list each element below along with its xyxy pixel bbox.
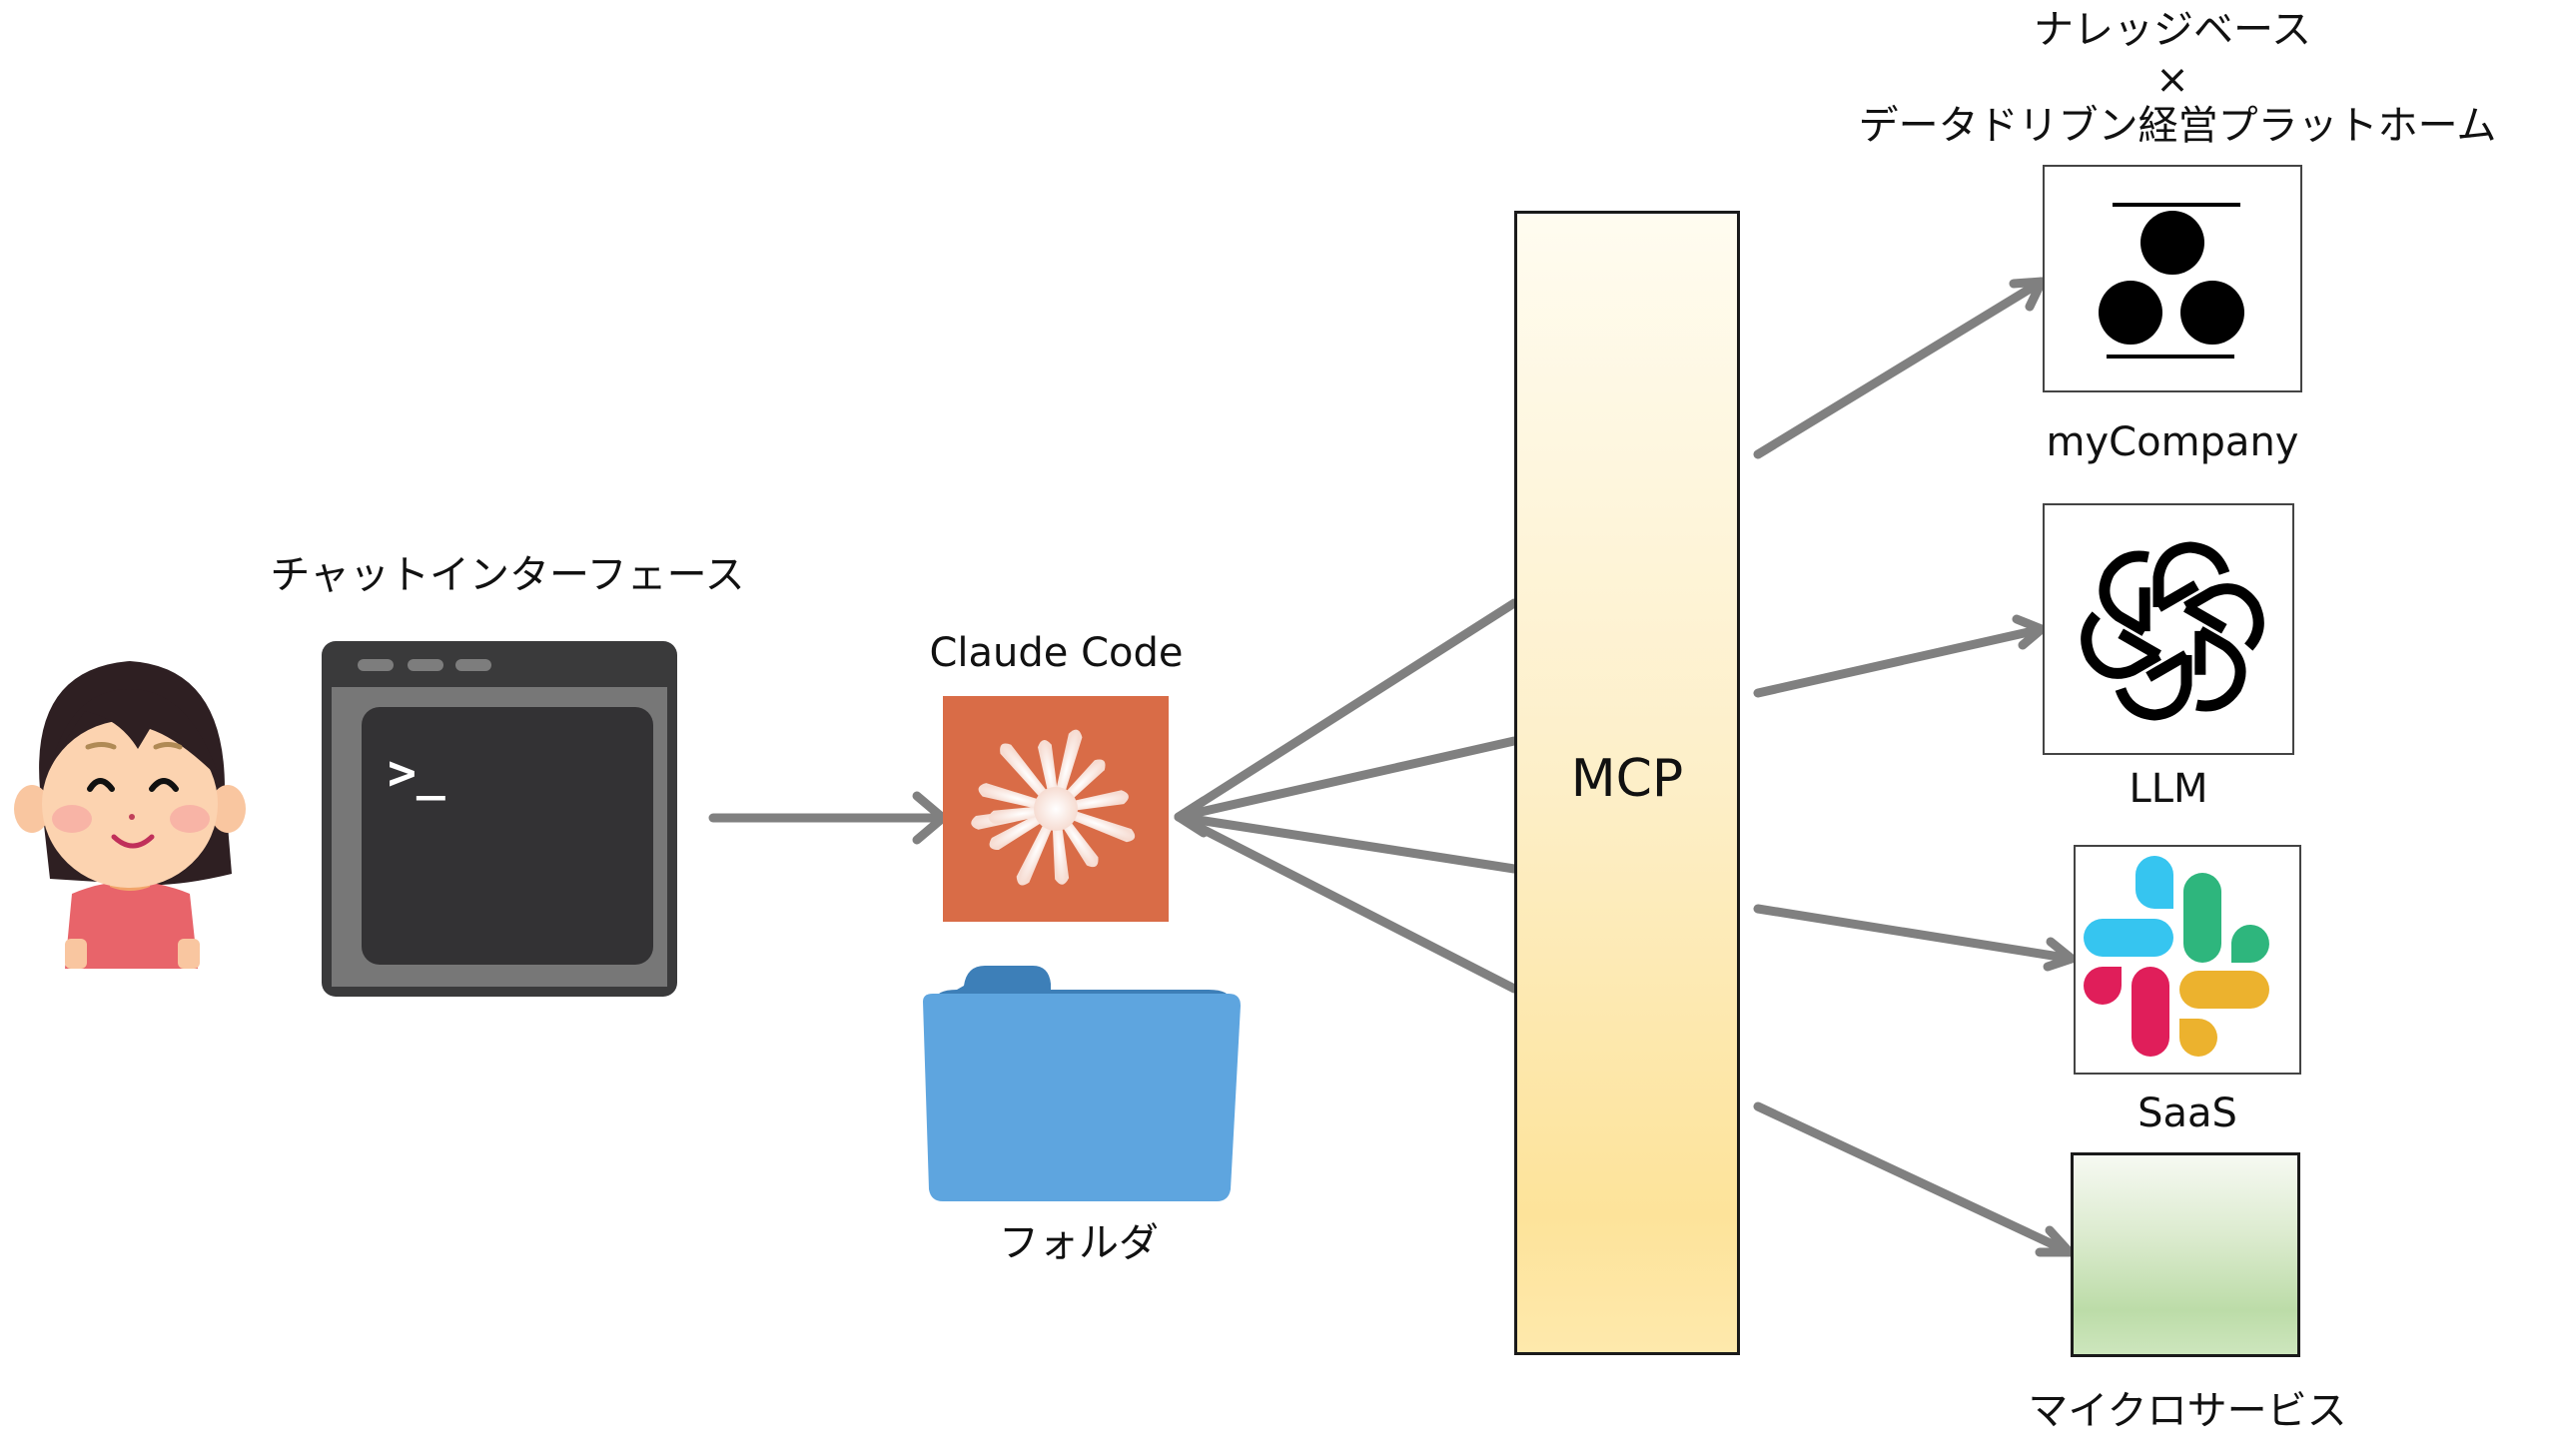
openai-knot-segment [2115, 655, 2192, 721]
terminal-window-icon: >_ [322, 641, 677, 997]
slack-logo-icon [2084, 856, 2269, 1057]
openai-knot-segment [2183, 583, 2264, 651]
line-mcp-to-claude-3 [1174, 812, 1519, 874]
arrowhead-saas [2043, 937, 2077, 972]
llm-node[interactable] [2043, 503, 2294, 755]
mycompany-label: myCompany [2046, 419, 2299, 465]
saas-label: SaaS [2137, 1091, 2237, 1136]
openai-knot-link [2138, 587, 2150, 632]
claude-core [1034, 787, 1078, 831]
openai-knot-link [2155, 580, 2199, 612]
arrow-mcp-to-llm [1753, 624, 2047, 698]
openai-knot-link [2194, 630, 2206, 675]
mcp-label: MCP [1570, 749, 1684, 809]
mycompany-heading-line-1: ナレッジベース [2034, 7, 2311, 53]
line-mcp-to-claude-1 [1174, 598, 1519, 822]
arrow-mcp-to-mycompany [1753, 277, 2047, 459]
arrowhead-microservices [2035, 1225, 2075, 1257]
mycompany-heading-line-3: データドリブン経営プラットホーム [1858, 103, 2497, 149]
line-mcp-to-claude-2 [1174, 736, 1519, 822]
arrow-mcp-to-saas [1753, 904, 2077, 964]
openai-knot-segment [2152, 541, 2230, 607]
terminal-prompt: >_ [388, 745, 445, 801]
openai-knot-segment [2099, 550, 2149, 636]
openai-logo-icon [2081, 541, 2264, 721]
microservices-node[interactable] [2071, 1152, 2300, 1357]
user-avatar [10, 649, 250, 979]
openai-knot-link [2183, 602, 2227, 634]
chat-interface-label: チャットインターフェース [270, 552, 745, 598]
smiling-girl-icon [14, 661, 246, 969]
saas-node[interactable] [2074, 845, 2301, 1075]
llm-label: LLM [2129, 766, 2208, 812]
arrowhead-llm [2012, 614, 2047, 650]
arrowhead-mycompany [2009, 277, 2047, 312]
folder-icon [923, 966, 1241, 1201]
mycompany-heading-line-2: × [2155, 57, 2189, 103]
mcp-node[interactable]: MCP [1514, 211, 1740, 1355]
arrowhead-into-claude [1174, 796, 1209, 838]
mycompany-node[interactable] [2043, 165, 2302, 392]
folder-node[interactable]: フォルダ [909, 954, 1249, 1263]
arrowhead-chat-to-claude [912, 791, 948, 845]
openai-knot-link [2145, 650, 2189, 682]
folder-label: フォルダ [999, 1220, 1159, 1266]
openai-knot-segment [2195, 626, 2246, 712]
arrow-mcp-to-microservices [1753, 1101, 2075, 1257]
openai-knot-link [2118, 628, 2161, 660]
chat-interface[interactable]: >_ [310, 629, 679, 999]
claude-starburst-icon [971, 729, 1136, 886]
claude-code-node[interactable] [943, 696, 1169, 922]
microservices-label: マイクロサービス [2028, 1388, 2347, 1434]
openai-knot-segment [2081, 611, 2161, 679]
claude-code-label: Claude Code [929, 630, 1184, 676]
mycompany-logo-icon [2099, 203, 2244, 359]
